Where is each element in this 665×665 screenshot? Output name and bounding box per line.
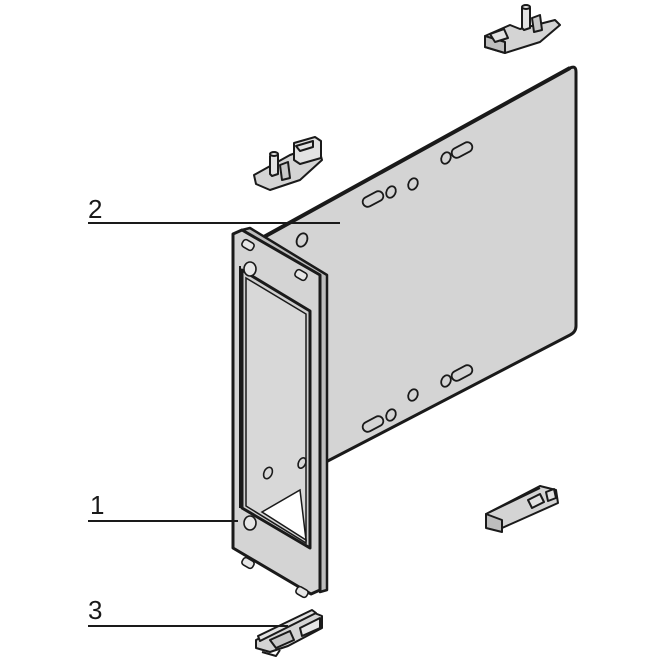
callout-label-1: 1 xyxy=(90,490,105,520)
clip-bottom-right xyxy=(485,485,559,533)
callout-line-2 xyxy=(88,222,340,224)
clip-bottom-left xyxy=(255,609,323,657)
callout-label-3: 3 xyxy=(88,595,103,625)
front-panel xyxy=(231,226,329,599)
clip-top-right xyxy=(484,4,561,54)
callout-line-3 xyxy=(88,625,288,627)
callout-line-1 xyxy=(88,520,238,522)
clip-top-left xyxy=(253,136,323,191)
callout-label-2: 2 xyxy=(88,194,103,224)
side-plate xyxy=(260,65,578,470)
